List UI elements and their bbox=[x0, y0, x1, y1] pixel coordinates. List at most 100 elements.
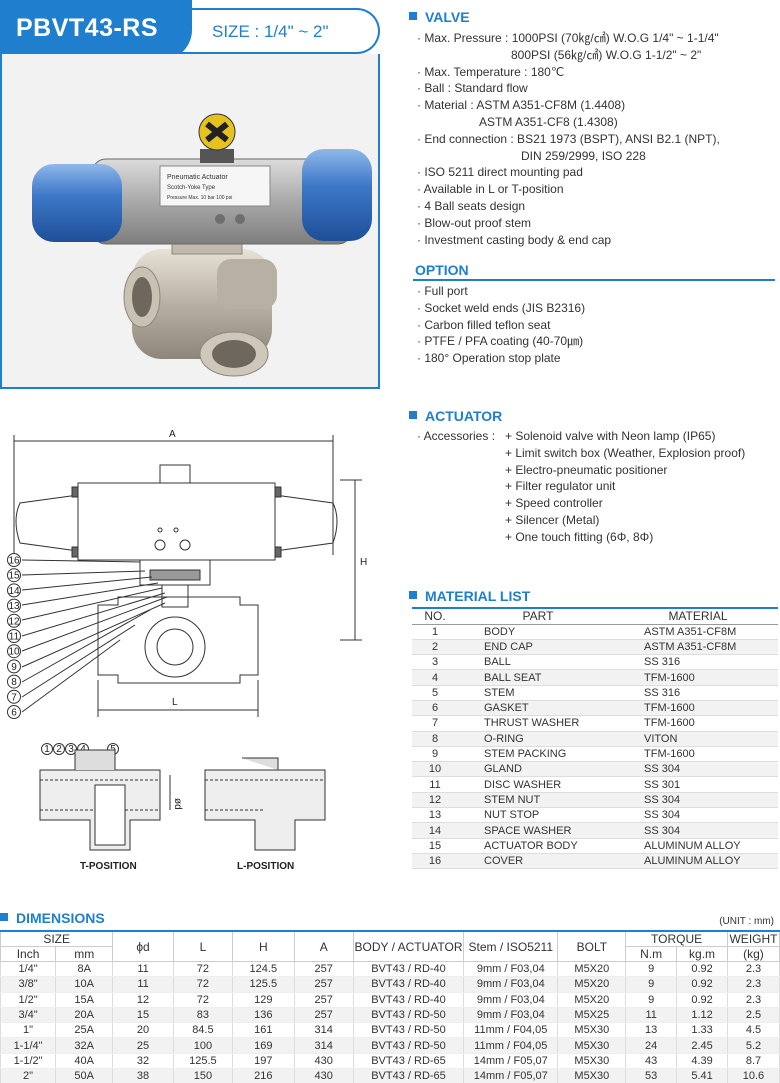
dimension-cell: 1" bbox=[0, 1022, 57, 1039]
dimension-cell: 169 bbox=[232, 1037, 295, 1054]
dimension-cell: 13 bbox=[625, 1022, 678, 1039]
callout-number: 3 bbox=[68, 744, 74, 755]
callout-number: 16 bbox=[8, 556, 20, 567]
material-col-material: MATERIAL bbox=[618, 607, 778, 625]
dimension-cell: 14mm / F05,07 bbox=[463, 1053, 559, 1070]
dimension-cell: 100 bbox=[172, 1037, 234, 1054]
accessories-label: · Accessories : bbox=[417, 429, 496, 443]
dim-col-body-actuator: BODY / ACTUATOR bbox=[352, 930, 465, 962]
material-cell: SS 304 bbox=[618, 807, 778, 824]
dimension-cell: 8.7 bbox=[726, 1053, 780, 1070]
dim-col-stem: Stem / ISO5211 bbox=[463, 930, 559, 962]
callout-circle bbox=[7, 659, 21, 674]
dimension-cell: 1-1/4" bbox=[0, 1037, 57, 1054]
dimension-cell: 3/8" bbox=[0, 976, 57, 993]
dimension-cell: 2.3 bbox=[726, 961, 780, 978]
valve-spec-item: · Material : ASTM A351-CF8M (1.4408) bbox=[417, 98, 626, 113]
dimension-cell: 32A bbox=[55, 1037, 114, 1054]
dimension-cell: 2.3 bbox=[726, 992, 780, 1008]
dimension-cell: 150 bbox=[172, 1068, 234, 1083]
dimension-cell: 124.5 bbox=[232, 961, 295, 978]
dimension-cell: 4.39 bbox=[676, 1053, 728, 1070]
material-cell: BALL SEAT bbox=[458, 669, 618, 686]
option-item: · Full port bbox=[417, 284, 468, 298]
dimension-cell: 3/4" bbox=[0, 1007, 57, 1024]
dimension-cell: 257 bbox=[293, 961, 354, 978]
dimensions-heading: DIMENSIONS bbox=[0, 910, 105, 926]
dimension-cell: 20 bbox=[112, 1022, 174, 1039]
dimension-cell: BVT43 / RD-50 bbox=[352, 1022, 465, 1039]
model-title: PBVT43-RS bbox=[0, 0, 192, 60]
dimension-cell: 9mm / F03,04 bbox=[463, 961, 559, 978]
dimension-cell: 0.92 bbox=[676, 992, 728, 1008]
size-range: SIZE : 1/4" ~ 2" bbox=[212, 22, 329, 41]
dimension-cell: 430 bbox=[293, 1068, 354, 1083]
material-cell: END CAP bbox=[458, 639, 618, 656]
accessories-list: · Accessories :+ Solenoid valve with Neo… bbox=[417, 428, 745, 546]
dimension-cell: 2.5 bbox=[726, 1007, 780, 1024]
dimension-cell: 72 bbox=[172, 976, 234, 993]
option-underline bbox=[413, 279, 775, 281]
callout-number: 11 bbox=[9, 632, 20, 643]
material-cell: 4 bbox=[412, 669, 458, 686]
material-cell: 1 bbox=[412, 624, 458, 640]
material-cell: THRUST WASHER bbox=[458, 715, 618, 732]
dimension-cell: 136 bbox=[232, 1007, 295, 1024]
dimension-cell: 8A bbox=[55, 961, 114, 978]
dimension-cell: 129 bbox=[232, 992, 295, 1008]
dimension-cell: BVT43 / RD-40 bbox=[352, 992, 465, 1008]
material-cell: 16 bbox=[412, 853, 458, 870]
dimension-cell: 72 bbox=[172, 992, 234, 1008]
material-list-heading: MATERIAL LIST bbox=[409, 588, 530, 604]
dimension-cell: 125.5 bbox=[172, 1053, 234, 1070]
dimension-cell: M5X20 bbox=[557, 976, 627, 993]
dimension-cell: M5X25 bbox=[557, 1007, 627, 1024]
dimension-cell: 0.92 bbox=[676, 961, 728, 978]
material-cell: STEM PACKING bbox=[458, 746, 618, 763]
dimension-cell: 5.2 bbox=[726, 1037, 780, 1054]
dimension-cell: 1.12 bbox=[676, 1007, 728, 1024]
dim-a-label: A bbox=[169, 429, 176, 440]
dimension-cell: 314 bbox=[293, 1037, 354, 1054]
dimension-cell: 161 bbox=[232, 1022, 295, 1039]
accessory-item: + One touch fitting (6Φ, 8Φ) bbox=[505, 529, 654, 544]
dimension-cell: 43 bbox=[625, 1053, 678, 1070]
dim-h-label: H bbox=[360, 557, 367, 568]
dimension-cell: M5X30 bbox=[557, 1037, 627, 1054]
dimension-cell: 72 bbox=[172, 961, 234, 978]
callout-circle bbox=[7, 705, 21, 719]
dimension-cell: 15 bbox=[112, 1007, 174, 1024]
heading-square-icon bbox=[409, 12, 417, 20]
material-cell: O-RING bbox=[458, 731, 618, 747]
dimension-cell: 2.45 bbox=[676, 1037, 728, 1054]
material-cell: 9 bbox=[412, 746, 458, 763]
actuator-heading: ACTUATOR bbox=[409, 408, 502, 424]
actuator-plate-line3: Pressure Max. 10 bar 100 psi bbox=[167, 195, 232, 201]
section-drawings: 12345 ød bbox=[39, 743, 326, 851]
dim-col-kg: (kg) bbox=[726, 946, 780, 962]
material-cell: 5 bbox=[412, 685, 458, 701]
dimension-cell: 1.33 bbox=[676, 1022, 728, 1039]
dim-col-a: A bbox=[293, 930, 354, 962]
valve-spec-item: · Available in L or T-position bbox=[417, 182, 564, 197]
product-photo-illustration: Pneumatic Actuator Scotch-Yoke Type Pres… bbox=[32, 113, 372, 377]
material-cell: NUT STOP bbox=[458, 807, 618, 824]
dimension-cell: 84.5 bbox=[172, 1022, 234, 1039]
dimension-cell: M5X30 bbox=[557, 1053, 627, 1070]
accessory-item: + Limit switch box (Weather, Explosion p… bbox=[505, 445, 746, 460]
callout-circle bbox=[7, 613, 21, 628]
dimension-cell: 38 bbox=[112, 1068, 174, 1083]
callout-circle bbox=[7, 674, 21, 689]
dim-col-d: ϕd bbox=[112, 930, 174, 962]
dimension-cell: BVT43 / RD-40 bbox=[352, 976, 465, 993]
dimension-cell: 53 bbox=[625, 1068, 678, 1083]
material-cell: 13 bbox=[412, 807, 458, 824]
